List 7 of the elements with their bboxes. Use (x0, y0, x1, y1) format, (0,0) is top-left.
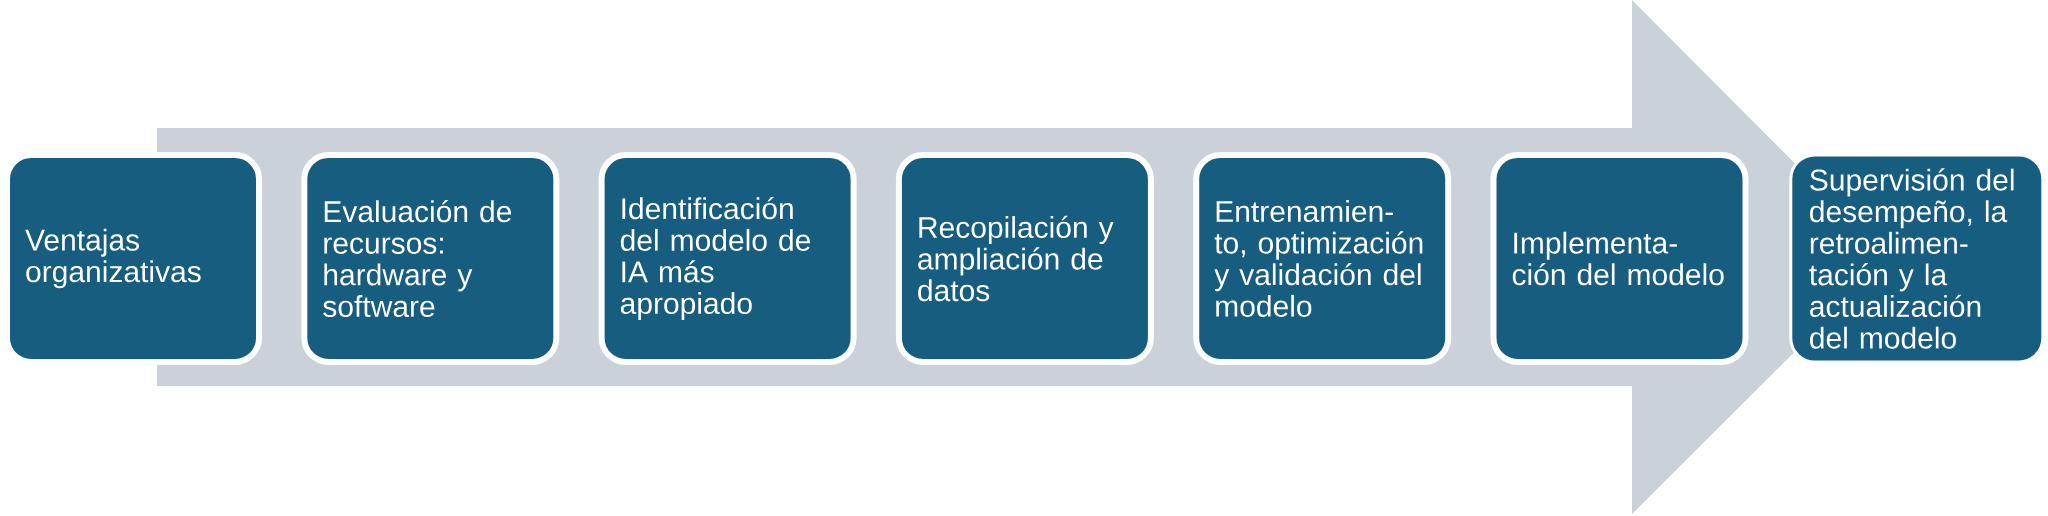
step-box: Recopilación y ampliación de datos (895, 152, 1154, 365)
step-box: Ventajas organizativas (4, 152, 262, 365)
step-box: Implementa- ción del modelo (1490, 152, 1749, 365)
step-box: Evaluación de recursos: hardware y software (301, 152, 560, 365)
step-box: Entrenamien- to, optimización y validación del modelo (1193, 152, 1452, 365)
step-box: Identificación del modelo de IA más apropiado (598, 152, 857, 365)
step-box: Supervisión del desempeño, la retroalimen- tación y la actualización del modelo (1789, 153, 2045, 364)
